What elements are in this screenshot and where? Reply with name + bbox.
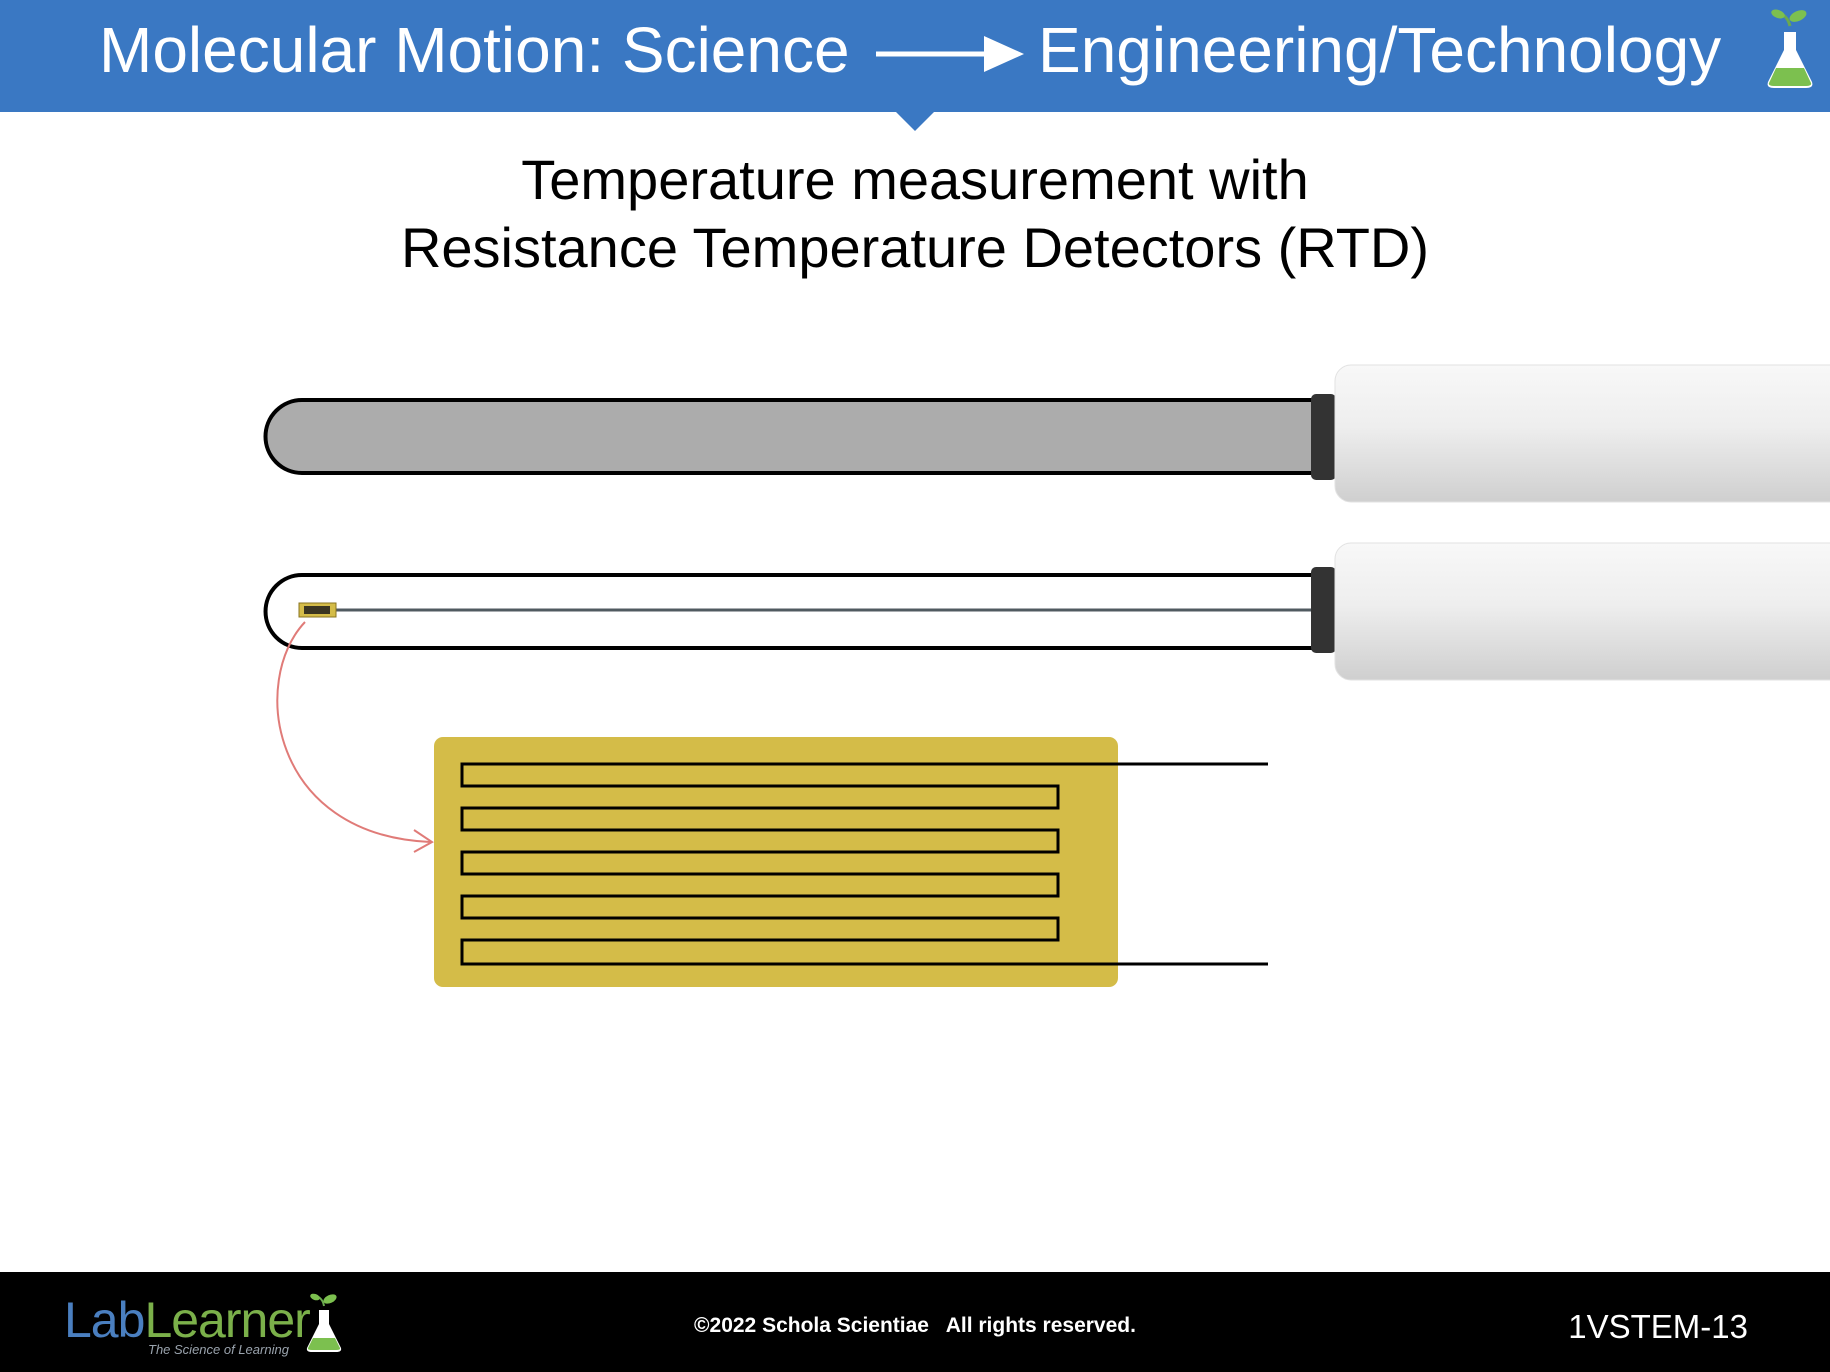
logo-tagline: The Science of Learning <box>148 1342 289 1357</box>
probe-handle <box>1334 364 1830 503</box>
callout-arrow <box>276 621 434 853</box>
element-substrate <box>434 737 1118 987</box>
right-arrow-icon <box>876 36 1024 72</box>
probe-collar <box>1311 394 1336 480</box>
slide-title-line1: Temperature measurement with <box>521 148 1309 211</box>
rtd-probe-cutaway <box>263 542 1830 681</box>
header-science-text: Molecular Motion: Science <box>99 14 850 86</box>
rtd-element-enlarged <box>434 737 1268 987</box>
rtd-diagram <box>263 364 1830 987</box>
rtd-probe-closed <box>263 364 1830 503</box>
header-pointer <box>895 111 935 131</box>
logo-flask-icon <box>306 1293 342 1352</box>
probe-collar <box>1311 567 1336 653</box>
logo-learner-text: Learner <box>144 1292 310 1348</box>
copyright-text: ©2022 Schola Scientiae All rights reserv… <box>694 1314 1136 1337</box>
probe-handle <box>1334 542 1830 681</box>
flask-icon <box>1767 9 1813 88</box>
platinum-trace <box>460 762 1268 966</box>
header-bar: Molecular Motion: Science Engineering/Te… <box>0 0 1830 131</box>
logo-lab-text: Lab <box>64 1292 145 1348</box>
footer-bar: LabLearner The Science of Learning ©2022… <box>0 1272 1830 1372</box>
slide-title-line2: Resistance Temperature Detectors (RTD) <box>400 216 1430 279</box>
slide-code: 1VSTEM-13 <box>1568 1308 1748 1345</box>
probe-sheath-solid <box>263 398 1322 475</box>
header-engineering-text: Engineering/Technology <box>1038 14 1722 86</box>
slide-title: Temperature measurement with Resistance … <box>0 146 1830 282</box>
